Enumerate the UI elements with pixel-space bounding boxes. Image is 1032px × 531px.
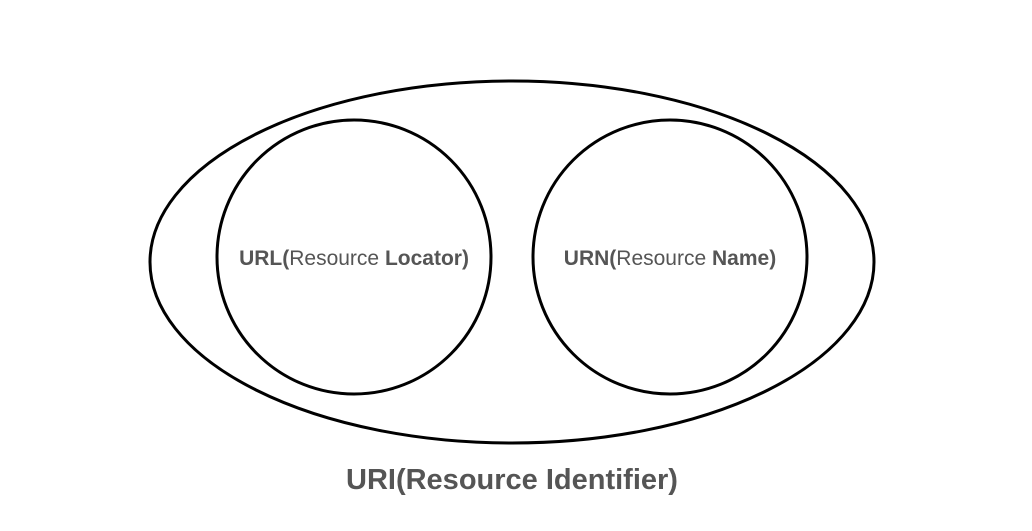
uri-ellipse [148, 79, 876, 445]
urn-label: URN(Resource Name) [564, 247, 776, 270]
url-locator-term: Locator) [385, 247, 469, 270]
urn-resource-word: Resource [616, 247, 712, 270]
url-resource-word: Resource [289, 247, 385, 270]
url-circle [215, 118, 493, 396]
urn-name-term: Name) [712, 247, 776, 270]
urn-circle [531, 118, 809, 396]
urn-abbr: URN( [564, 247, 617, 270]
url-label: URL(Resource Locator) [239, 247, 469, 270]
url-abbr: URL( [239, 247, 289, 270]
uri-label: URI(Resource Identifier) [346, 464, 678, 496]
